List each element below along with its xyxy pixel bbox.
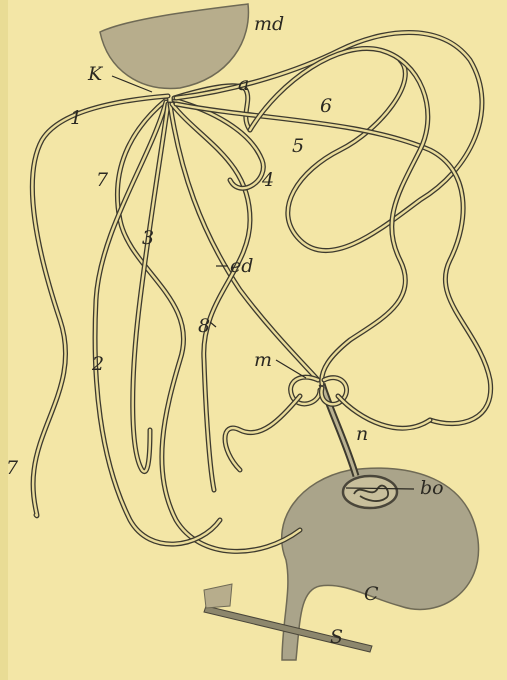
- label-n: n: [356, 423, 368, 445]
- label-m: m: [254, 349, 272, 371]
- md-organ: [100, 4, 248, 88]
- label-7-upper: 7: [96, 169, 109, 191]
- paper-edge: [0, 0, 8, 680]
- label-2: 2: [91, 353, 104, 375]
- label-8: 8: [198, 315, 210, 337]
- label-1: 1: [70, 107, 82, 129]
- label-ed: ed: [230, 255, 253, 277]
- label-bo: bo: [420, 477, 444, 499]
- label-5: 5: [292, 135, 304, 157]
- label-3: 3: [142, 227, 154, 249]
- label-c: C: [364, 583, 379, 605]
- label-4: 4: [261, 169, 274, 191]
- label-k: K: [87, 63, 104, 85]
- 8-leader: [210, 322, 216, 327]
- s-blade-base: [204, 584, 232, 608]
- label-md: md: [254, 13, 284, 35]
- label-s: S: [330, 626, 343, 648]
- label-a: a: [238, 73, 249, 95]
- label-7-lower: 7: [6, 457, 19, 479]
- label-6: 6: [320, 95, 332, 117]
